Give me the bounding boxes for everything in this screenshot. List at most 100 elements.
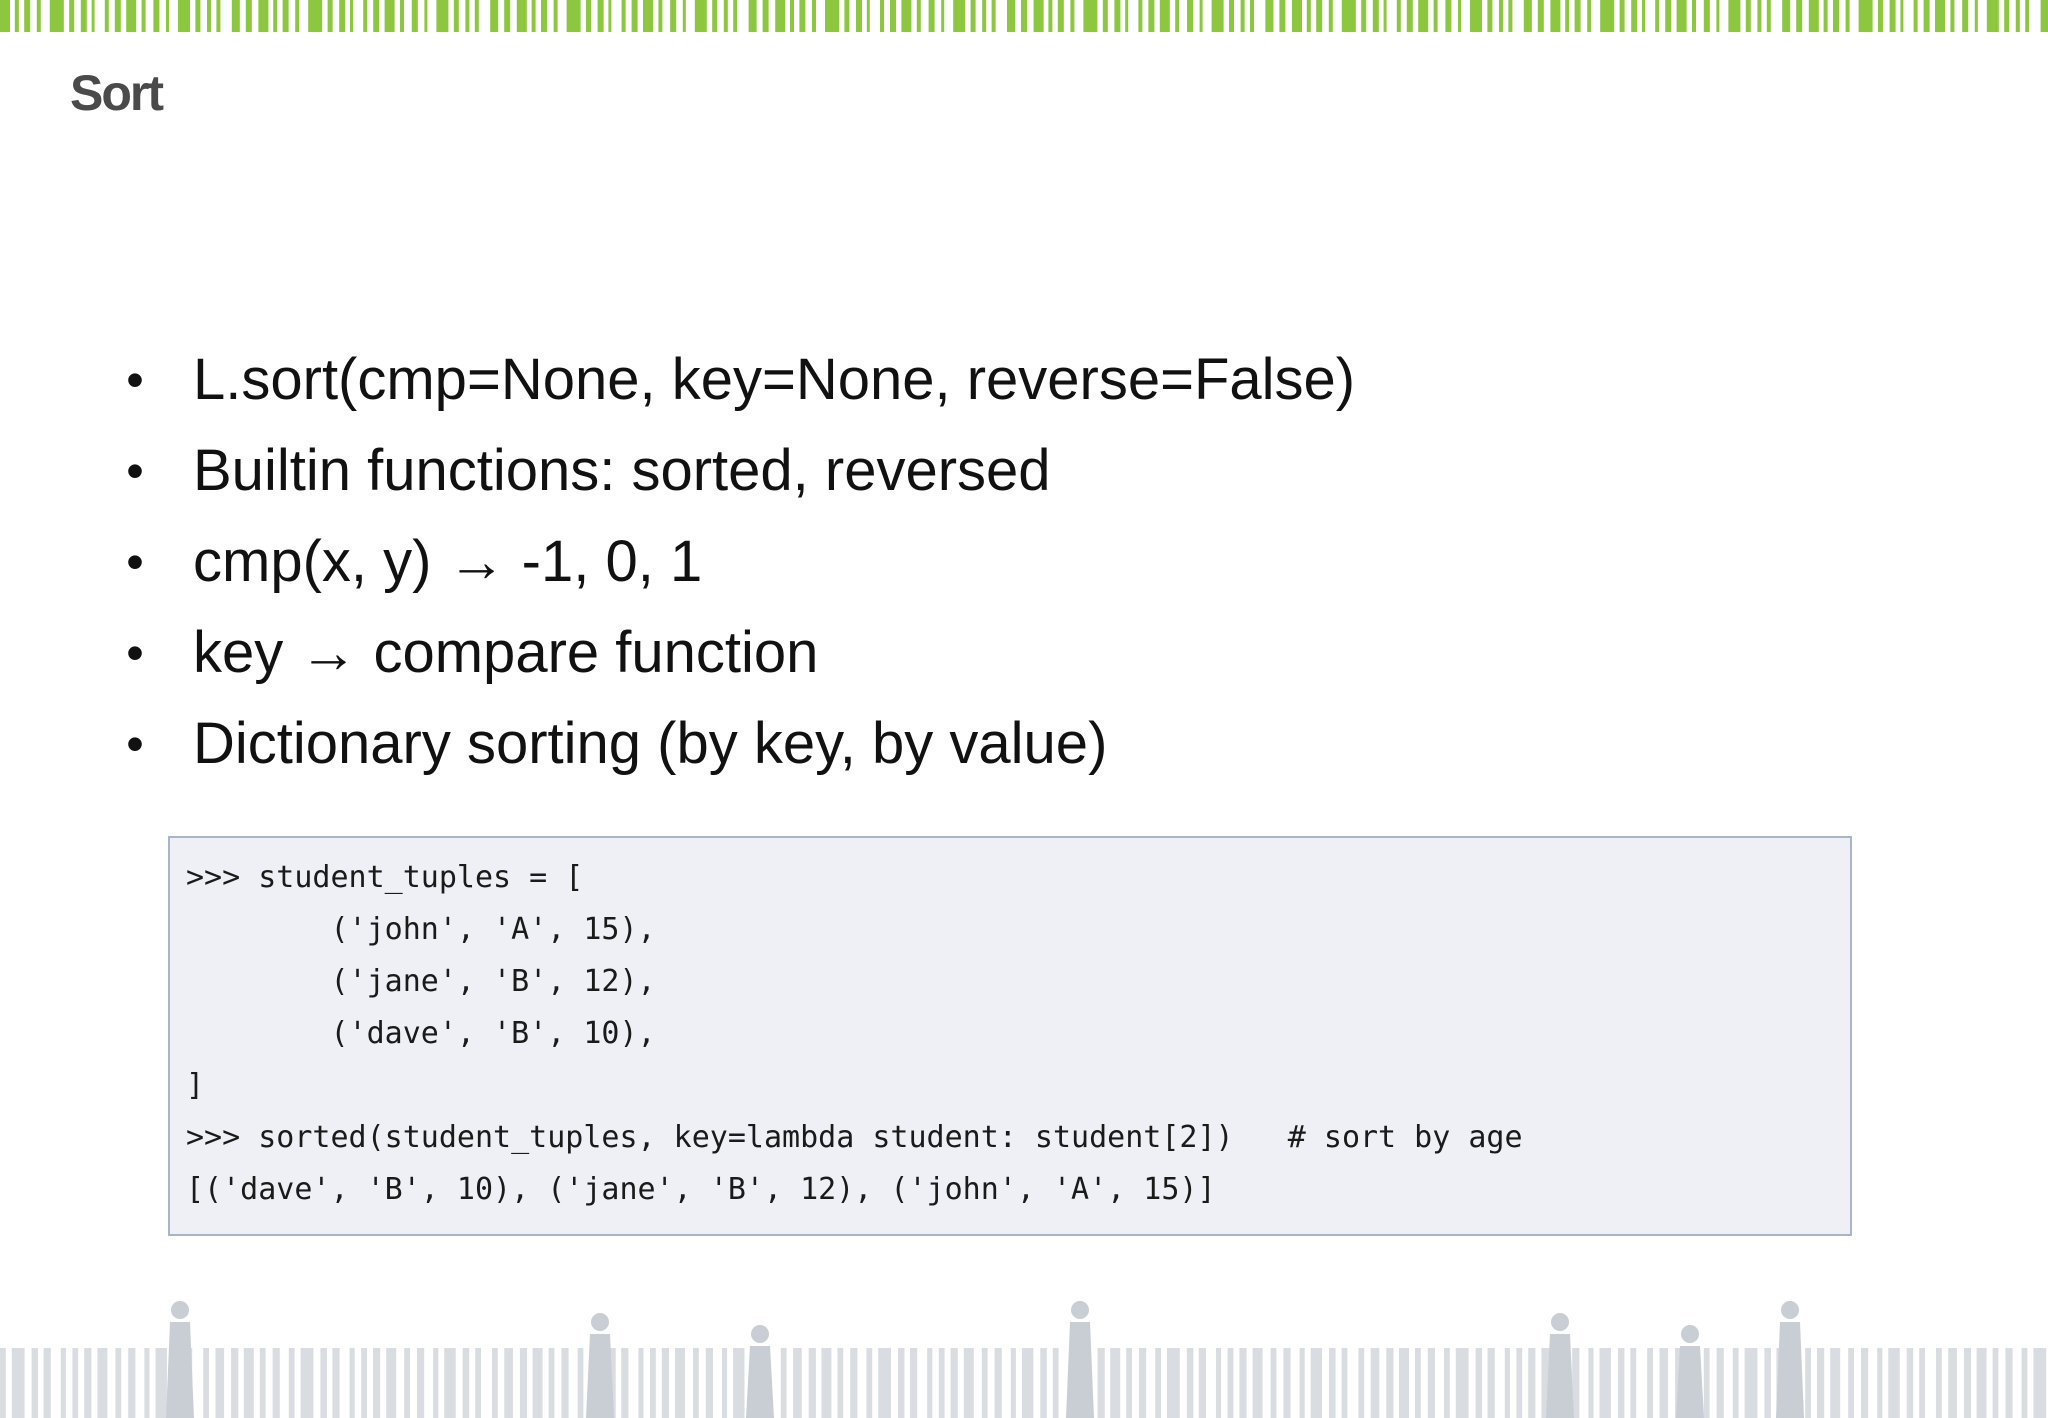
barcode-stripe [2005, 1348, 2013, 1418]
barcode-stripe [1487, 1348, 1495, 1418]
barcode-stripe [1361, 0, 1367, 32]
person-silhouette [586, 1313, 614, 1418]
barcode-stripe [80, 0, 87, 32]
barcode-stripe [475, 1348, 481, 1418]
code-block: >>> student_tuples = [ ('john', 'A', 15)… [168, 836, 1852, 1236]
barcode-stripe [203, 1348, 209, 1418]
barcode-stripe [1537, 0, 1544, 32]
barcode-stripe [516, 0, 527, 32]
barcode-stripe [0, 0, 10, 32]
barcode-stripe [1057, 0, 1064, 32]
barcode-stripe [1138, 0, 1143, 32]
barcode-stripe [386, 1348, 397, 1418]
barcode-stripe [748, 0, 757, 32]
barcode-stripe [1766, 0, 1771, 32]
barcode-stripe [790, 0, 794, 32]
barcode-stripe [850, 1348, 858, 1418]
barcode-stripe [1097, 1348, 1105, 1418]
barcode-stripe [1599, 1348, 1611, 1418]
barcode-stripe [1508, 0, 1513, 32]
barcode-stripe [963, 1348, 974, 1418]
barcode-stripe [1167, 1348, 1180, 1418]
barcode-stripe [890, 0, 896, 32]
barcode-stripe [901, 0, 912, 32]
barcode-stripe [519, 1348, 528, 1418]
barcode-stripe [215, 1348, 225, 1418]
barcode-stripe [812, 0, 816, 32]
code-line: ('john', 'A', 15), [186, 912, 656, 947]
barcode-stripe [1757, 0, 1762, 32]
barcode-stripe [608, 0, 612, 32]
barcode-stripe [1974, 0, 1978, 32]
barcode-stripe [1962, 0, 1969, 32]
barcode-stripe [1126, 1348, 1132, 1418]
barcode-stripe [577, 1348, 584, 1418]
barcode-stripe [1240, 0, 1245, 32]
barcode-stripe [2021, 1348, 2028, 1418]
barcode-stripe [1444, 1348, 1450, 1418]
barcode-stripe [91, 0, 95, 32]
barcode-stripe [1817, 1348, 1825, 1418]
barcode-stripe [1270, 1348, 1277, 1418]
barcode-stripe [762, 0, 769, 32]
barcode-stripe [492, 1348, 498, 1418]
barcode-stripe [531, 0, 536, 32]
code-line: ('dave', 'B', 10), [186, 1016, 656, 1051]
barcode-stripe [1070, 0, 1075, 32]
barcode-stripe [928, 0, 935, 32]
barcode-stripe [1239, 1348, 1247, 1418]
barcode-stripe [1550, 0, 1561, 32]
barcode-stripe [1125, 0, 1129, 32]
barcode-stripe [621, 1348, 629, 1418]
barcode-stripe [114, 0, 121, 32]
barcode-stripe [153, 0, 160, 32]
barcode-stripe [411, 0, 418, 32]
barcode-stripe [1372, 0, 1379, 32]
barcode-stripe [166, 0, 169, 32]
barcode-stripe [981, 1348, 988, 1418]
barcode-stripe [69, 0, 75, 32]
barcode-stripe [1475, 1348, 1483, 1418]
barcode-stripe [1703, 1348, 1710, 1418]
barcode-stripe [155, 1348, 167, 1418]
barcode-stripe [1716, 1348, 1724, 1418]
barcode-stripe [1845, 0, 1850, 32]
barcode-stripe [84, 1348, 92, 1418]
barcode-stripe [1040, 1348, 1047, 1418]
barcode-stripe [373, 0, 380, 32]
barcode-stripe [1252, 1348, 1263, 1418]
barcode-stripe [24, 0, 31, 32]
barcode-stripe [504, 0, 511, 32]
barcode-stripe [320, 1348, 327, 1418]
barcode-stripe [1948, 1348, 1957, 1418]
barcode-stripe [1198, 1348, 1206, 1418]
bullet-text: Builtin functions: sorted, reversed [193, 438, 1051, 503]
barcode-stripe [1833, 0, 1839, 32]
barcode-stripe [327, 0, 333, 32]
barcode-stripe [1187, 0, 1193, 32]
barcode-stripe [1935, 0, 1945, 32]
barcode-stripe [1329, 1348, 1336, 1418]
barcode-stripe [1265, 0, 1274, 32]
barcode-stripe [1033, 0, 1044, 32]
barcode-stripe [14, 0, 19, 32]
barcode-stripe [675, 1348, 685, 1418]
barcode-stripe [658, 0, 663, 32]
person-silhouette [1546, 1313, 1574, 1418]
barcode-stripe [31, 1348, 39, 1418]
barcode-stripe [1659, 1348, 1669, 1418]
barcode-stripe [1848, 1348, 1854, 1418]
barcode-stripe [1186, 1348, 1194, 1418]
barcode-stripe [465, 0, 470, 32]
barcode-stripe [115, 1348, 122, 1418]
barcode-stripe [373, 1348, 381, 1418]
barcode-stripe [350, 0, 353, 32]
barcode-stripe [1900, 0, 1904, 32]
barcode-stripe [880, 0, 884, 32]
barcode-stripe [1175, 0, 1180, 32]
bullet-text: cmp(x, y) → -1, 0, 1 [193, 529, 703, 594]
barcode-stripe [1010, 1348, 1016, 1418]
barcode-stripe [1399, 1348, 1409, 1418]
barcode-stripe [1647, 1348, 1653, 1418]
barcode-stripe [2025, 0, 2030, 32]
